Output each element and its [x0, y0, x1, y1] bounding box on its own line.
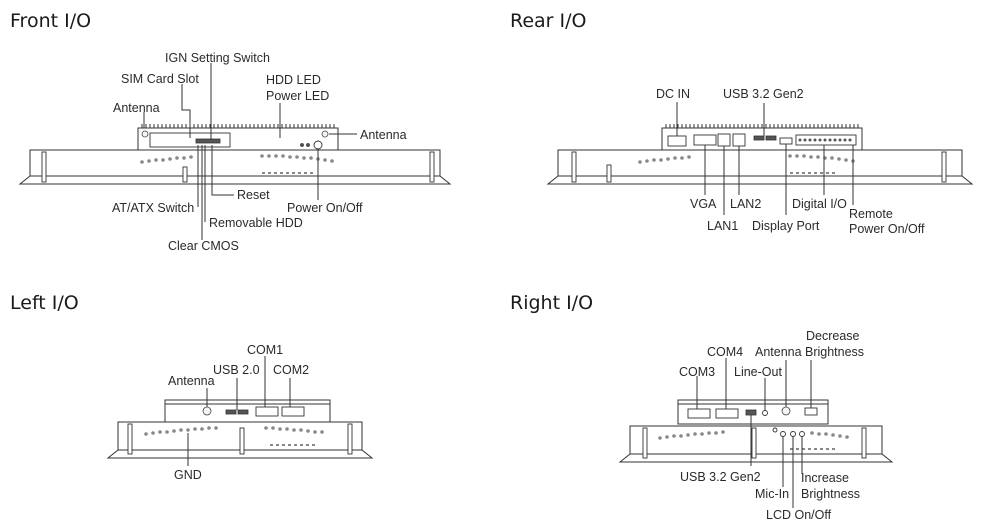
label-antenna-front-right: Antenna	[360, 128, 407, 142]
label-antenna-right: Antenna	[755, 345, 802, 359]
label-increase-line2: Brightness	[801, 487, 860, 501]
rear-leader-lines	[676, 102, 854, 215]
front-screw-dots	[140, 154, 334, 174]
front-io-section: Front I/O	[10, 10, 452, 253]
front-antenna-connector-left	[141, 130, 149, 138]
label-display-port: Display Port	[752, 219, 820, 233]
right-usb-port	[745, 409, 757, 416]
label-clear-cmos: Clear CMOS	[168, 239, 239, 253]
left-com2-port	[281, 406, 305, 417]
right-line-out-jack	[762, 410, 768, 416]
right-io-section: Right I/O	[510, 292, 894, 522]
front-power-button	[313, 140, 323, 150]
label-com4: COM4	[707, 345, 743, 359]
label-decrease-line1: Decrease	[806, 329, 860, 343]
label-reset: Reset	[237, 188, 270, 202]
rear-display-port	[779, 137, 793, 145]
label-com2: COM2	[273, 363, 309, 377]
right-leader-lines	[696, 358, 812, 508]
right-com4-port	[715, 408, 739, 419]
rear-device-drawing	[546, 124, 974, 185]
label-digital-io: Digital I/O	[792, 197, 847, 211]
label-gnd: GND	[174, 468, 202, 482]
rear-vga-port	[693, 134, 717, 146]
front-base-plate	[18, 149, 452, 185]
front-led-hdd	[300, 143, 304, 147]
rear-lan1-port	[717, 133, 731, 147]
left-io-section: Left I/O	[10, 292, 374, 482]
label-power-on-off: Power On/Off	[287, 201, 363, 215]
rear-base-plate	[546, 149, 974, 185]
label-remote-power-line1: Remote	[849, 207, 893, 221]
rear-dc-in-port	[667, 135, 687, 147]
label-removable-hdd: Removable HDD	[209, 216, 303, 230]
label-com3: COM3	[679, 365, 715, 379]
front-clamp-mid	[182, 166, 188, 183]
left-antenna-connector	[202, 406, 212, 416]
label-dc-in: DC IN	[656, 87, 690, 101]
label-vga: VGA	[690, 197, 717, 211]
label-lan2: LAN2	[730, 197, 761, 211]
label-antenna-front-left: Antenna	[113, 101, 160, 115]
label-lan1: LAN1	[707, 219, 738, 233]
label-increase-line1: Increase	[801, 471, 849, 485]
label-sim-card-slot: SIM Card Slot	[121, 72, 199, 86]
rear-usb-port-1	[753, 135, 765, 141]
label-antenna-left: Antenna	[168, 374, 215, 388]
front-leader-lines	[143, 63, 357, 240]
right-com3-port	[687, 408, 711, 419]
right-antenna-connector	[781, 406, 791, 416]
front-clamp-right	[429, 151, 435, 183]
rear-io-section: Rear I/O	[510, 10, 974, 236]
left-io-title: Left I/O	[10, 292, 79, 314]
label-power-led: Power LED	[266, 89, 329, 103]
rear-io-title: Rear I/O	[510, 10, 587, 32]
front-switch-block	[195, 138, 221, 144]
label-ign-setting-switch: IGN Setting Switch	[165, 51, 270, 65]
front-io-title: Front I/O	[10, 10, 91, 32]
label-usb-32-gen2-right: USB 3.2 Gen2	[680, 470, 761, 484]
rear-usb-port-2	[765, 135, 777, 141]
front-led-power	[306, 143, 310, 147]
label-lcd-on-off: LCD On/Off	[766, 508, 832, 522]
left-usb-port-1	[225, 409, 237, 415]
label-line-out: Line-Out	[734, 365, 782, 379]
right-brightness-block	[804, 407, 818, 416]
left-leader-lines	[187, 356, 291, 466]
front-clamp-left	[41, 151, 47, 183]
label-remote-power-line2: Power On/Off	[849, 222, 925, 236]
label-decrease-line2: Brightness	[805, 345, 864, 359]
left-com1-port	[255, 406, 279, 417]
right-device-drawing	[618, 399, 894, 463]
label-com1: COM1	[247, 343, 283, 357]
front-device-drawing	[18, 124, 452, 185]
left-device-drawing	[106, 399, 374, 459]
right-io-title: Right I/O	[510, 292, 593, 314]
label-usb-32-gen2-rear: USB 3.2 Gen2	[723, 87, 804, 101]
label-mic-in: Mic-In	[755, 487, 789, 501]
front-antenna-connector	[321, 130, 329, 138]
label-hdd-led: HDD LED	[266, 73, 321, 87]
left-usb-port-2	[237, 409, 249, 415]
front-top-fins	[141, 124, 335, 128]
label-at-atx-switch: AT/ATX Switch	[112, 201, 194, 215]
label-usb-20: USB 2.0	[213, 363, 260, 377]
rear-lan2-port	[732, 133, 746, 147]
